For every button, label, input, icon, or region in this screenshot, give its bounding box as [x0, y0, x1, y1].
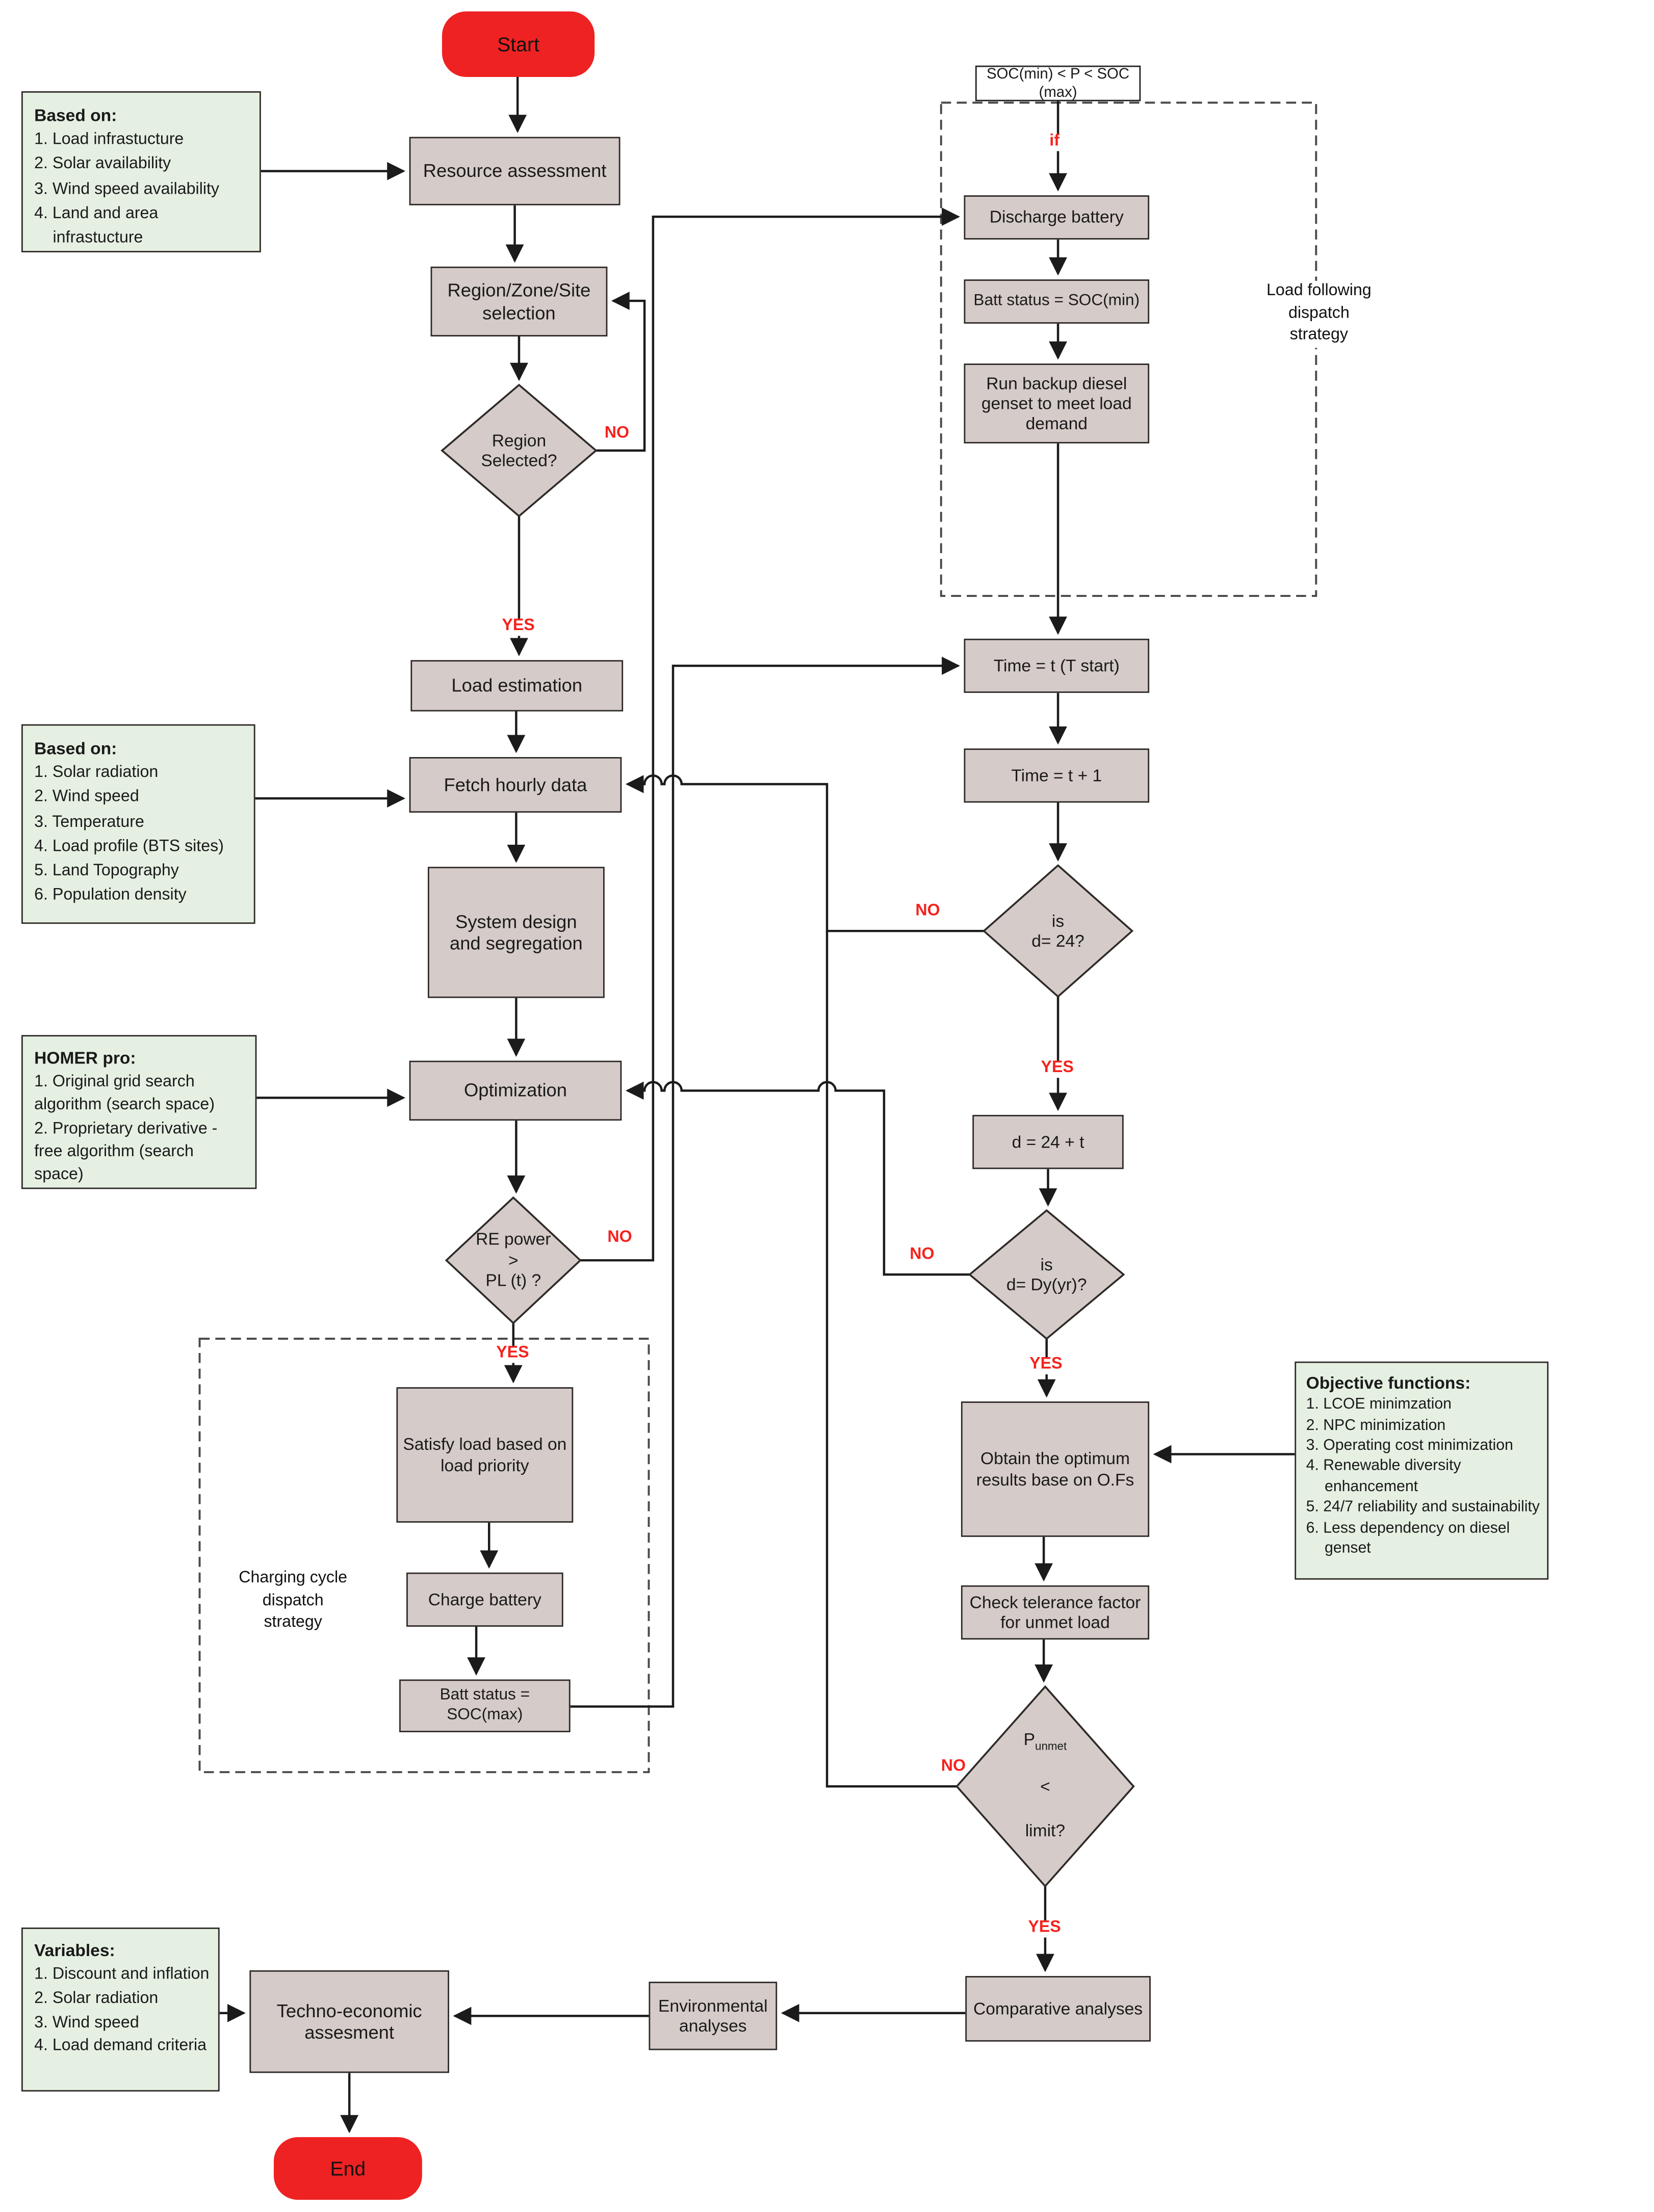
note-title: Based on: — [34, 105, 117, 126]
system-design-node: System design and segregation — [427, 867, 605, 998]
note-item: 2. Solar availability — [34, 155, 171, 173]
note-item: 6. Population density — [34, 887, 187, 904]
note-item: 2. Wind speed — [34, 789, 139, 806]
load-following-strategy-label: Load following dispatch strategy — [1237, 280, 1401, 348]
note-item: 4. Renewable diversity enhancement — [1306, 1458, 1461, 1496]
is-d-dy-diamond — [968, 1209, 1125, 1340]
d-24-t-node: d = 24 + t — [972, 1114, 1124, 1169]
if-label: if — [1046, 133, 1063, 151]
note-title: HOMER pro: — [34, 1048, 136, 1068]
note-item: 1. Discount and inflation — [34, 1966, 210, 1984]
objective-functions-note: Objective functions: 1. LCOE minimzation… — [1295, 1361, 1549, 1580]
re-power-diamond — [445, 1196, 582, 1324]
note-item: 6. Less dependency on diesel genset — [1306, 1519, 1510, 1557]
note-item: 2. NPC minimization — [1306, 1416, 1446, 1434]
time-t-plus-1-node: Time = t + 1 — [964, 748, 1150, 803]
based-on-resources-note: Based on: 1. Load infrastucture 2. Solar… — [21, 91, 261, 252]
techno-economic-node: Techno-economic assesment — [249, 1970, 449, 2073]
region-zone-site-node: Region/Zone/Site selection — [430, 266, 608, 336]
note-item: 1. Solar radiation — [34, 764, 159, 782]
no-label: NO — [604, 425, 629, 442]
charging-cycle-strategy-label: Charging cycle dispatch strategy — [239, 1570, 348, 1631]
region-selected-label: Region Selected? — [481, 430, 557, 471]
no-label: NO — [607, 1229, 632, 1246]
no-label: NO — [941, 1758, 966, 1775]
is-d24-label: is d= 24? — [1031, 910, 1084, 951]
note-item: 2. Solar radiation — [34, 1990, 159, 2008]
batt-soc-min-node: Batt status = SOC(min) — [964, 279, 1150, 324]
no-label: NO — [910, 1246, 935, 1263]
end-node: End — [273, 2137, 422, 2200]
obtain-optimum-node: Obtain the optimum results base on O.Fs — [961, 1401, 1150, 1537]
based-on-data-note: Based on: 1. Solar radiation 2. Wind spe… — [21, 724, 255, 924]
yes-label: YES — [499, 618, 538, 635]
note-item: 3. Wind speed — [34, 2014, 139, 2032]
p-unmet-diamond — [955, 1685, 1135, 1888]
note-item: 3. Temperature — [34, 813, 144, 831]
load-estimation-node: Load estimation — [410, 660, 624, 712]
note-item: 1. Load infrastucture — [34, 131, 184, 148]
discharge-battery-node: Discharge battery — [964, 195, 1150, 240]
run-backup-genset-node: Run backup diesel genset to meet load de… — [964, 363, 1150, 444]
re-power-label: RE power > PL (t) ? — [476, 1229, 551, 1291]
note-title: Variables: — [34, 1940, 115, 1961]
charging-cycle-group — [198, 1338, 650, 1774]
is-d-dy-label: is d= Dy(yr)? — [1006, 1254, 1087, 1295]
check-tolerance-node: Check telerance factor for unmet load — [961, 1585, 1150, 1640]
load-following-group — [940, 101, 1317, 597]
satisfy-load-node: Satisfy load based on load priority — [396, 1387, 574, 1523]
note-item: 3. Operating cost minimization — [1306, 1437, 1513, 1454]
note-item: 2. Proprietary derivative - free algorit… — [34, 1120, 218, 1184]
note-item: 3. Wind speed availability — [34, 180, 220, 198]
yes-label: YES — [1026, 1357, 1066, 1374]
region-selected-diamond — [441, 383, 598, 517]
fetch-hourly-data-node: Fetch hourly data — [409, 757, 622, 813]
no-label: NO — [915, 902, 940, 920]
time-t-start-node: Time = t (T start) — [964, 638, 1150, 693]
resource-assessment-node: Resource assessment — [409, 137, 621, 205]
homer-pro-note: HOMER pro: 1. Original grid search algor… — [21, 1035, 257, 1189]
note-item: 4. Load profile (BTS sites) — [34, 838, 224, 855]
note-item: 4. Load demand criteria — [34, 2038, 207, 2055]
yes-label: YES — [493, 1345, 532, 1363]
soc-condition-label: SOC(min) < P < SOC (max) — [975, 65, 1141, 101]
yes-label: YES — [1038, 1060, 1077, 1077]
note-title: Based on: — [34, 738, 117, 759]
comparative-analyses-node: Comparative analyses — [965, 1976, 1151, 2042]
p-unmet-label: Punmet < limit? — [1023, 1729, 1067, 1841]
optimization-node: Optimization — [409, 1060, 622, 1121]
note-item: 1. Original grid search algorithm (searc… — [34, 1073, 215, 1114]
note-item: 4. Land and area infrastucture — [34, 205, 159, 247]
start-node: Start — [442, 11, 595, 77]
note-title: Objective functions: — [1306, 1373, 1471, 1393]
environmental-analyses-node: Environmental analyses — [649, 1982, 778, 2050]
batt-soc-max-node: Batt status = SOC(max) — [399, 1679, 571, 1732]
variables-note: Variables: 1. Discount and inflation 2. … — [21, 1928, 220, 2092]
note-item: 5. 24/7 reliability and sustainability — [1306, 1499, 1540, 1516]
is-d24-diamond — [982, 864, 1134, 998]
note-item: 1. LCOE minimzation — [1306, 1396, 1452, 1413]
charge-battery-node: Charge battery — [406, 1572, 563, 1627]
note-item: 5. Land Topography — [34, 862, 179, 880]
yes-label: YES — [1025, 1920, 1064, 1937]
